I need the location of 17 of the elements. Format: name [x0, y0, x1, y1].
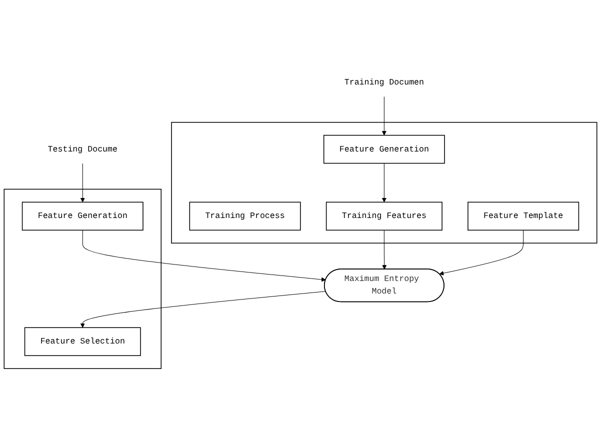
cluster: [171, 122, 598, 244]
node-box: Training Features: [326, 202, 442, 231]
node-box: Feature Template: [468, 202, 580, 231]
node-text: Training Documen: [344, 78, 424, 88]
node-box: Feature Generation: [323, 134, 445, 164]
arrow: [82, 230, 326, 282]
node-text: Testing Docume: [48, 144, 118, 154]
cluster: [4, 188, 162, 369]
node-box: Training Process: [189, 202, 301, 231]
node-box: Feature Generation: [22, 202, 144, 231]
node-box: Feature Selection: [24, 327, 141, 356]
arrow: [382, 230, 387, 270]
arrow: [80, 291, 326, 328]
arrow: [439, 230, 524, 276]
arrow: [382, 163, 386, 202]
arrow: [80, 163, 85, 202]
arrow: [382, 96, 386, 136]
